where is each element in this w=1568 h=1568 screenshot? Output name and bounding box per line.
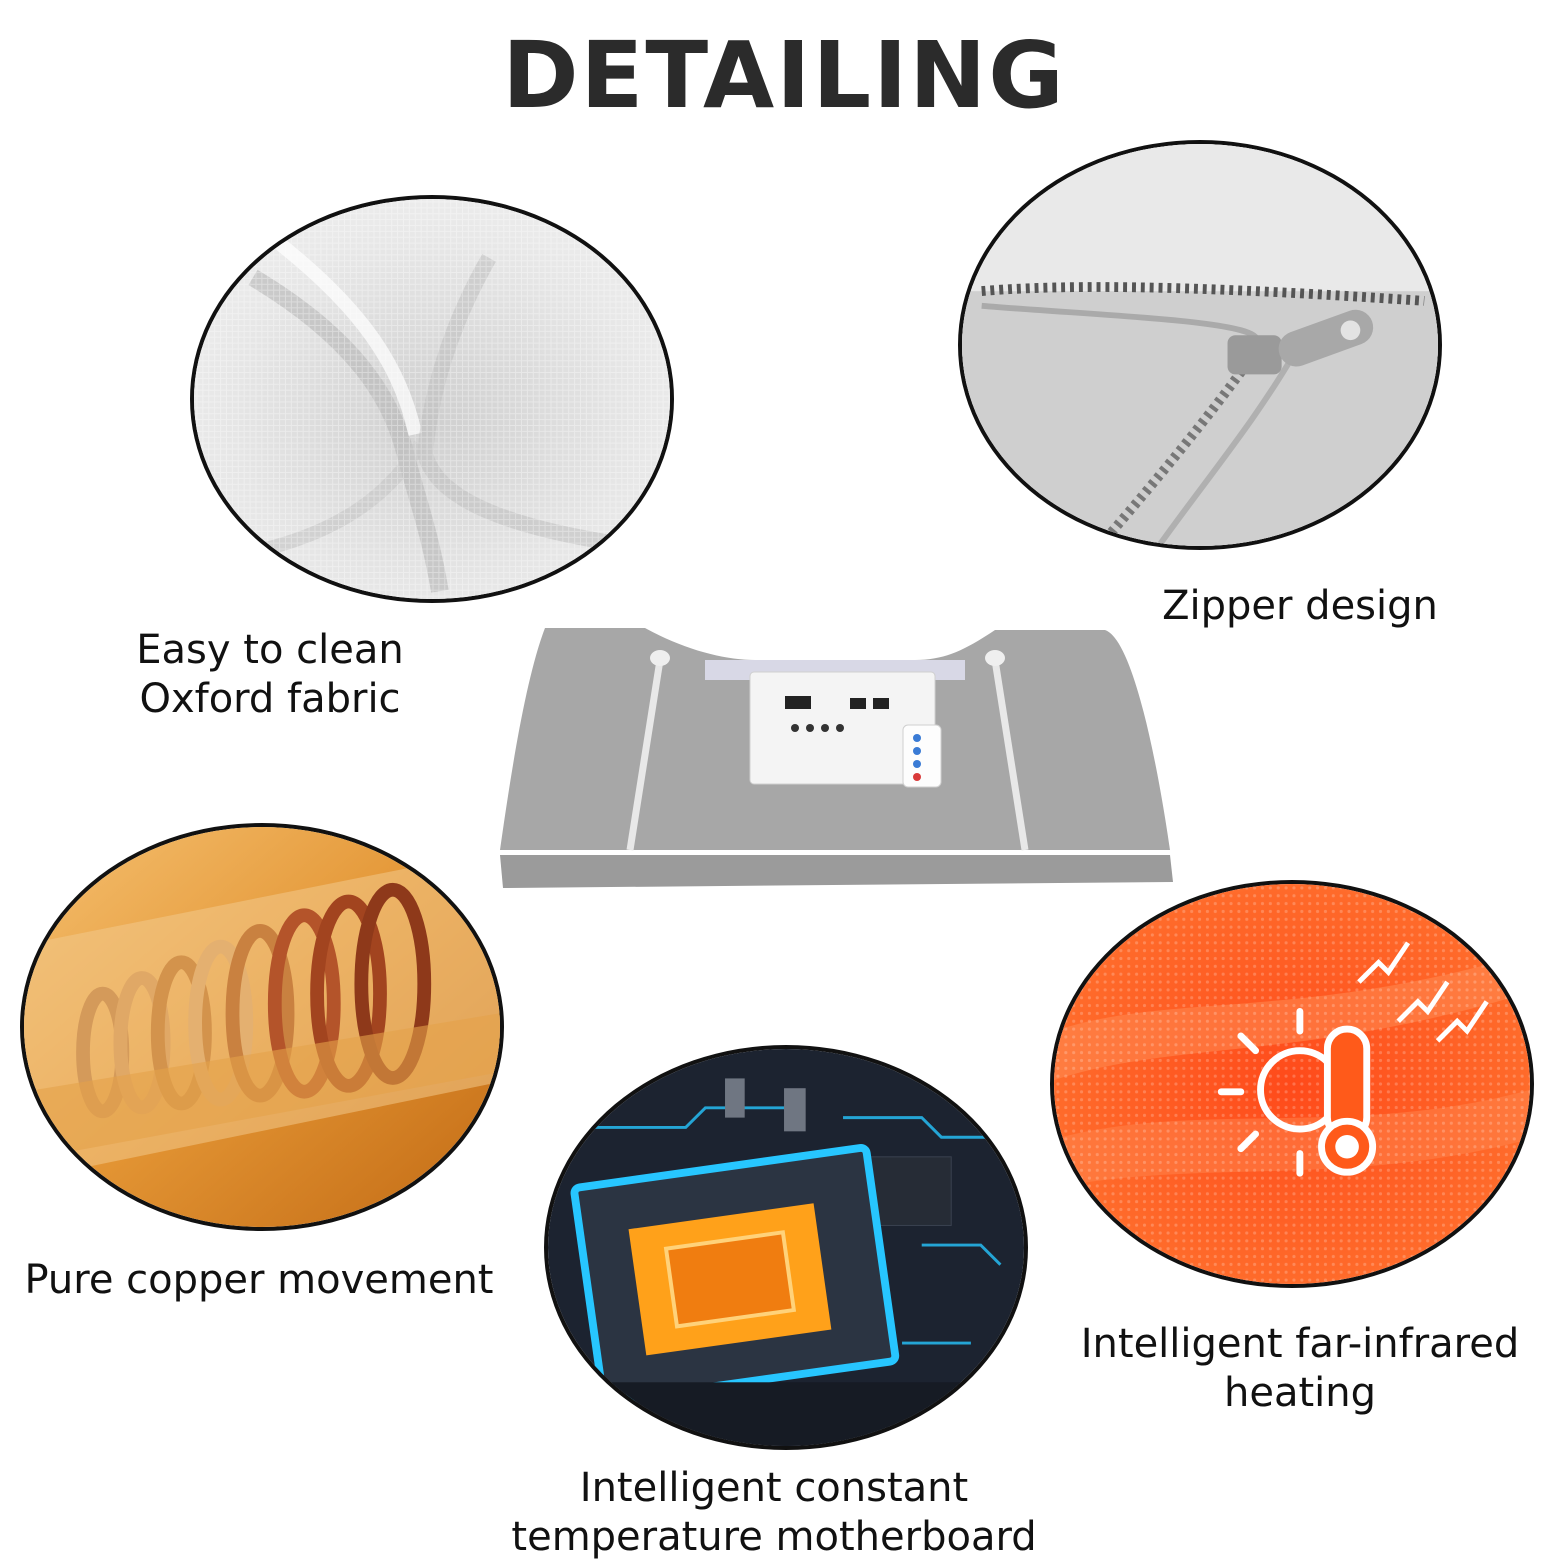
zipper-caption: Zipper design — [1110, 582, 1490, 631]
copper-caption-line1: Pure copper movement — [24, 1257, 494, 1303]
fabric-image — [190, 195, 674, 603]
sauna-blanket-image — [495, 620, 1177, 900]
copper-image — [20, 823, 504, 1231]
motherboard-caption-line1: Intelligent constant — [579, 1465, 969, 1511]
heating-caption-line1: Intelligent far-infrared — [1080, 1321, 1520, 1367]
heating-caption: Intelligent far-infrared heating — [1045, 1320, 1555, 1418]
zipper-image — [958, 140, 1442, 550]
motherboard-caption-line2: temperature motherboard — [511, 1514, 1037, 1560]
heating-caption-line2: heating — [1223, 1370, 1376, 1416]
fabric-caption: Easy to clean Oxford fabric — [70, 626, 470, 724]
copper-caption: Pure copper movement — [5, 1256, 513, 1305]
page-title: DETAILING — [502, 22, 1066, 129]
zipper-caption-line1: Zipper design — [1162, 583, 1438, 629]
fabric-caption-line2: Oxford fabric — [139, 676, 401, 722]
motherboard-caption: Intelligent constant temperature motherb… — [484, 1464, 1064, 1562]
fabric-caption-line1: Easy to clean — [136, 627, 404, 673]
heating-image — [1050, 880, 1534, 1288]
motherboard-image — [544, 1045, 1028, 1450]
